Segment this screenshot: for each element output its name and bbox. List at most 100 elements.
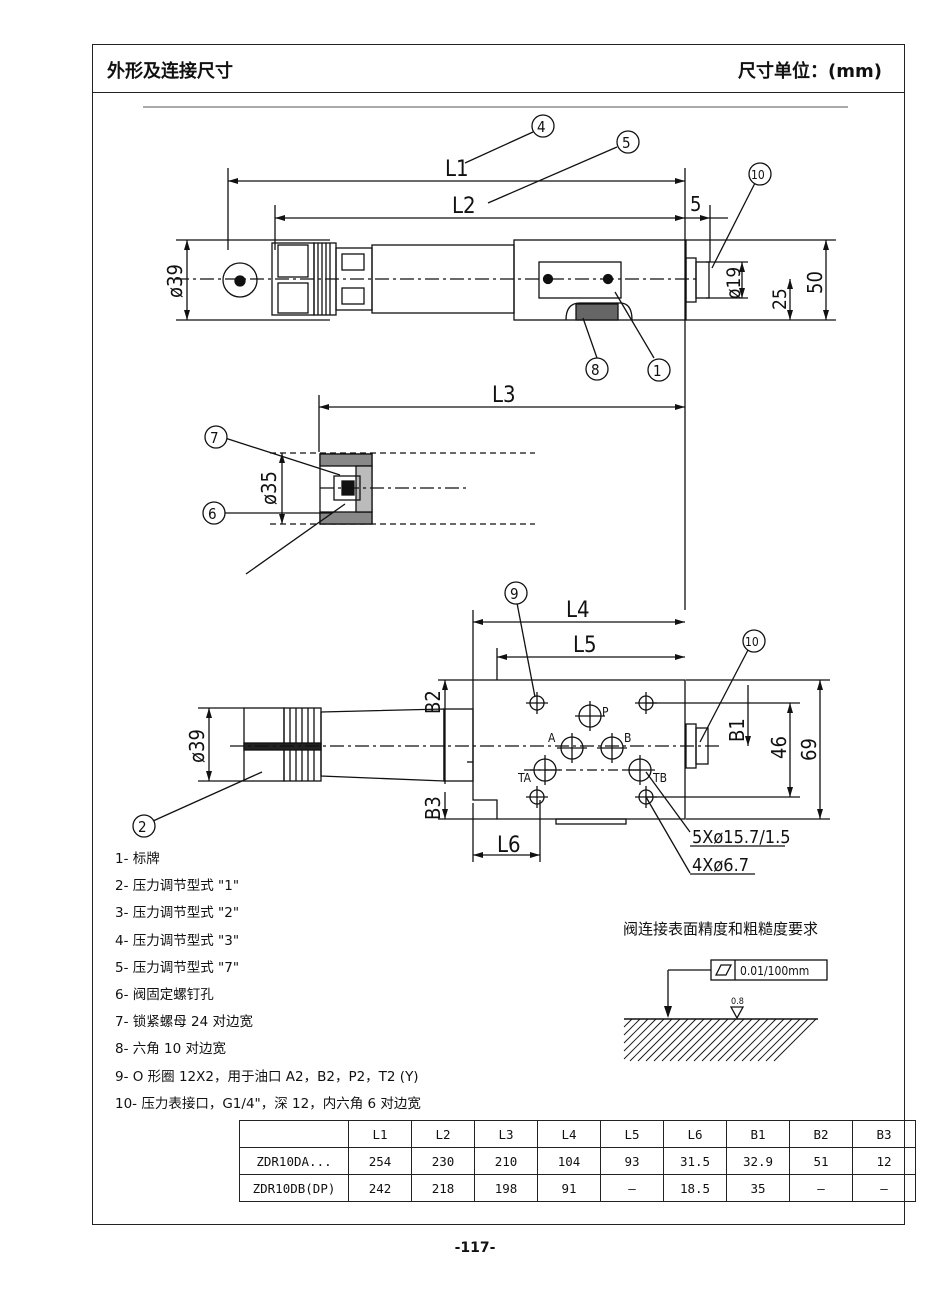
table-cell: ZDR10DA... — [239, 1147, 349, 1175]
hatch-line — [623, 1018, 665, 1060]
callout-10-top: 10 — [751, 168, 765, 182]
table-header-cell: L6 — [663, 1120, 727, 1148]
callout-10-front: 10 — [745, 635, 759, 649]
table-cell: 51 — [789, 1147, 853, 1175]
dim-d19: ø19 — [723, 267, 745, 299]
table-cell: 91 — [537, 1174, 601, 1202]
hatch-line — [741, 1018, 785, 1062]
dim-holes-1: 5Xø15.7/1.5 — [692, 827, 791, 848]
page-number: -117- — [454, 1240, 496, 1256]
hatch-line — [725, 1018, 769, 1062]
dim-L1: L1 — [445, 157, 469, 182]
dim-d39: ø39 — [163, 264, 187, 298]
table-cell: — — [789, 1174, 853, 1202]
table-header-cell: B1 — [726, 1120, 790, 1148]
hatch-line — [717, 1018, 761, 1062]
hatch-line — [749, 1018, 793, 1062]
hatch-line — [623, 1018, 641, 1036]
front-view: L4 L5 ø39 B2 B3 — [132, 581, 830, 876]
table-cell: 32.9 — [726, 1147, 790, 1175]
callout-2: 2 — [138, 818, 147, 836]
table-header-cell: L2 — [411, 1120, 475, 1148]
surface-requirement-title: 阀连接表面精度和粗糙度要求 — [623, 920, 819, 938]
table-header-cell: B3 — [852, 1120, 916, 1148]
table-cell: — — [852, 1174, 916, 1202]
legend-item: 1- 标牌 — [115, 851, 160, 867]
hatch-line — [701, 1018, 745, 1062]
table-cell: 104 — [537, 1147, 601, 1175]
hatch-line — [757, 1018, 801, 1062]
hatch-line — [685, 1018, 729, 1062]
dim-50: 50 — [803, 271, 827, 294]
parts-legend: 1- 标牌 2- 压力调节型式 "1" 3- 压力调节型式 "2" 4- 压力调… — [115, 846, 421, 1118]
legend-item: 6- 阀固定螺钉孔 — [115, 987, 214, 1004]
table-cell: 35 — [726, 1174, 790, 1202]
table-cell: 12 — [852, 1147, 916, 1175]
table-header-cell — [239, 1120, 349, 1148]
hatch-line — [623, 1018, 633, 1028]
dim-46: 46 — [767, 736, 791, 759]
dim-B1: B1 — [725, 718, 749, 742]
dim-5: 5 — [690, 192, 701, 216]
dim-L2: L2 — [452, 194, 476, 219]
hatch-line — [693, 1018, 737, 1062]
table-cell: — — [600, 1174, 664, 1202]
table-header-cell: L4 — [537, 1120, 601, 1148]
legend-item: 7- 锁紧螺母 24 对边宽 — [115, 1014, 254, 1031]
hatch-line — [765, 1018, 809, 1062]
hatch-line — [773, 1018, 817, 1062]
flatness-tolerance: 0.01/100mm — [740, 964, 809, 978]
hatch-line — [709, 1018, 753, 1062]
dim-d39b: ø39 — [185, 729, 209, 763]
port-TB: TB — [652, 771, 667, 785]
port-P: P — [602, 705, 609, 719]
page-frame: 外形及连接尺寸 尺寸单位：(mm) — [92, 44, 905, 1225]
table-header-cell: L5 — [600, 1120, 664, 1148]
table-row: ZDR10DB(DP) 242 218 198 91 — 18.5 35 — — — [239, 1174, 916, 1202]
dim-69: 69 — [797, 738, 821, 761]
top-view: L1 L2 5 ø39 ø19 — [163, 157, 836, 610]
legend-item: 3- 压力调节型式 "2" — [115, 905, 240, 922]
dim-holes-2: 4Xø6.7 — [692, 855, 749, 876]
table-cell: ZDR10DB(DP) — [239, 1174, 349, 1202]
port-A: A — [548, 731, 556, 745]
callout-9: 8 — [591, 361, 600, 379]
callouts-top: 4 5 10 8 1 — [464, 114, 772, 382]
detail-view: L3 ø35 7 6 — [202, 383, 685, 575]
legend-item: 10- 压力表接口，G1/4"，深 12，内六角 6 对边宽 — [115, 1095, 421, 1112]
callout-5: 5 — [622, 134, 631, 152]
surface-requirement: 0.01/100mm 0.8 — [624, 959, 828, 1020]
table-row: ZDR10DA... 254 230 210 104 93 31.5 32.9 … — [239, 1147, 916, 1175]
hatch-line — [653, 1018, 697, 1062]
table-cell: 93 — [600, 1147, 664, 1175]
table-cell: 242 — [348, 1174, 412, 1202]
dim-d35: ø35 — [257, 471, 281, 505]
callout-4: 4 — [537, 118, 546, 136]
legend-item: 9- O 形圈 12X2，用于油口 A2，B2，P2，T2 (Y) — [115, 1068, 419, 1085]
dim-L6: L6 — [497, 833, 521, 858]
table-cell: 198 — [474, 1174, 538, 1202]
roughness-value: 0.8 — [731, 997, 744, 1007]
page-title: 外形及连接尺寸 — [107, 61, 233, 82]
table-cell: 18.5 — [663, 1174, 727, 1202]
hatch-line — [645, 1018, 689, 1062]
legend-item: 2- 压力调节型式 "1" — [115, 878, 240, 895]
port-TA: TA — [517, 771, 532, 785]
hatch-line — [677, 1018, 721, 1062]
dimension-table: L1 L2 L3 L4 L5 L6 B1 B2 B3 ZDR10DA... 25… — [239, 1120, 916, 1202]
header-bar: 外形及连接尺寸 尺寸单位：(mm) — [93, 45, 904, 93]
unit-label: 尺寸单位：(mm) — [738, 61, 882, 82]
table-header-cell: L3 — [474, 1120, 538, 1148]
dim-25: 25 — [769, 288, 791, 310]
table-header-row: L1 L2 L3 L4 L5 L6 B1 B2 B3 — [239, 1120, 916, 1148]
dim-L5: L5 — [573, 633, 597, 658]
port-B: B — [624, 731, 631, 745]
dim-L3: L3 — [492, 383, 516, 408]
hatch-line — [629, 1018, 673, 1062]
table-header-cell: L1 — [348, 1120, 412, 1148]
legend-item: 8- 六角 10 对边宽 — [115, 1041, 227, 1058]
table-cell: 31.5 — [663, 1147, 727, 1175]
dim-B2: B2 — [421, 690, 445, 714]
table-cell: 218 — [411, 1174, 475, 1202]
